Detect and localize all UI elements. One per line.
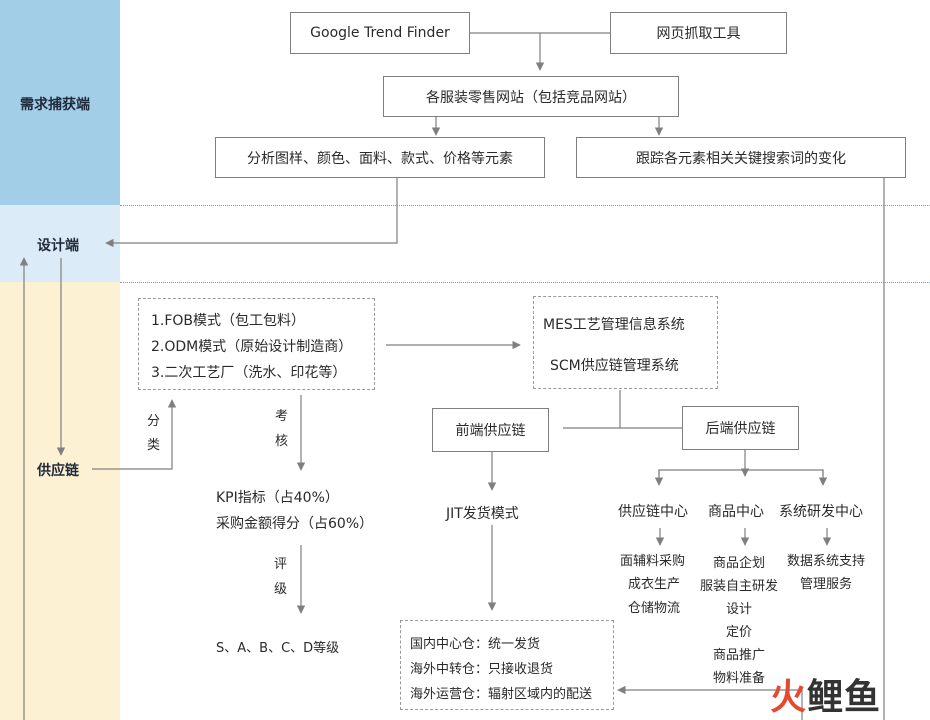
front-supply-chain-box: 前端供应链: [432, 408, 549, 452]
center-item: 物料准备: [713, 671, 766, 686]
track-keywords-box: 跟踪各元素相关关键搜索词的变化: [576, 137, 906, 178]
center-item: 商品企划: [713, 556, 766, 571]
warehouses-box: 国内中心仓：统一发货 海外中转仓：只接收退货 海外运营仓：辐射区域内的配送: [400, 620, 614, 710]
watermark-part1: 火: [770, 677, 808, 718]
assess-label-1: 考: [275, 409, 289, 424]
section-label-supply-chain: 供应链: [37, 463, 79, 479]
warehouse-overseas-operation: 海外运营仓：辐射区域内的配送: [410, 687, 593, 702]
mode-odm: 2.ODM模式（原始设计制造商）: [151, 339, 353, 355]
center-item: 仓储物流: [628, 601, 681, 616]
design-band: [0, 205, 120, 282]
analyze-elements-box: 分析图样、颜色、面料、款式、价格等元素: [215, 137, 545, 178]
classify-label-2: 类: [147, 438, 161, 453]
divider-demand-design: [120, 205, 930, 206]
grade-levels: S、A、B、C、D等级: [216, 641, 340, 656]
google-trend-finder-box: Google Trend Finder: [290, 12, 470, 54]
back-supply-chain-box: 后端供应链: [682, 406, 799, 450]
center-item: 定价: [726, 625, 753, 640]
center-item: 管理服务: [800, 577, 853, 592]
rate-label-1: 评: [274, 557, 288, 572]
apparel-sites-box: 各服装零售网站（包括竞品网站）: [383, 76, 679, 117]
kpi-weight: KPI指标（占40%）: [216, 490, 339, 506]
purchase-score-weight: 采购金额得分（占60%）: [216, 516, 374, 532]
mes-system: MES工艺管理信息系统: [543, 317, 685, 333]
center-merchandise: 商品中心: [708, 504, 764, 520]
warehouse-overseas-transit: 海外中转仓：只接收退货: [410, 662, 554, 677]
divider-design-supply: [120, 282, 930, 283]
brand-watermark: 火鲤鱼: [770, 668, 881, 720]
center-system-rd: 系统研发中心: [779, 504, 863, 520]
center-item: 服装自主研发: [700, 579, 779, 594]
mode-fob: 1.FOB模式（包工包料）: [151, 313, 306, 329]
demand-capture-band: [0, 0, 120, 205]
supply-chain-band: [0, 282, 120, 720]
center-item: 成衣生产: [628, 577, 681, 592]
web-scraper-box: 网页抓取工具: [610, 12, 787, 54]
jit-mode: JIT发货模式: [446, 506, 519, 522]
scm-system: SCM供应链管理系统: [550, 358, 679, 374]
section-label-demand-capture: 需求捕获端: [20, 97, 90, 113]
center-item: 商品推广: [713, 648, 766, 663]
mode-secondary-process: 3.二次工艺厂（洗水、印花等）: [151, 365, 347, 381]
supply-modes-box: 1.FOB模式（包工包料） 2.ODM模式（原始设计制造商） 3.二次工艺厂（洗…: [138, 298, 375, 390]
rate-label-2: 级: [274, 582, 288, 597]
center-item: 面辅料采购: [620, 554, 686, 569]
section-label-design: 设计端: [37, 238, 79, 254]
watermark-part2: 鲤鱼: [807, 677, 882, 718]
center-supply-chain: 供应链中心: [618, 504, 688, 520]
warehouse-domestic: 国内中心仓：统一发货: [410, 637, 541, 652]
center-item: 设计: [726, 602, 753, 617]
center-item: 数据系统支持: [787, 554, 866, 569]
classify-label-1: 分: [147, 414, 161, 429]
systems-box: MES工艺管理信息系统 SCM供应链管理系统: [533, 296, 718, 389]
assess-label-2: 核: [275, 434, 289, 449]
